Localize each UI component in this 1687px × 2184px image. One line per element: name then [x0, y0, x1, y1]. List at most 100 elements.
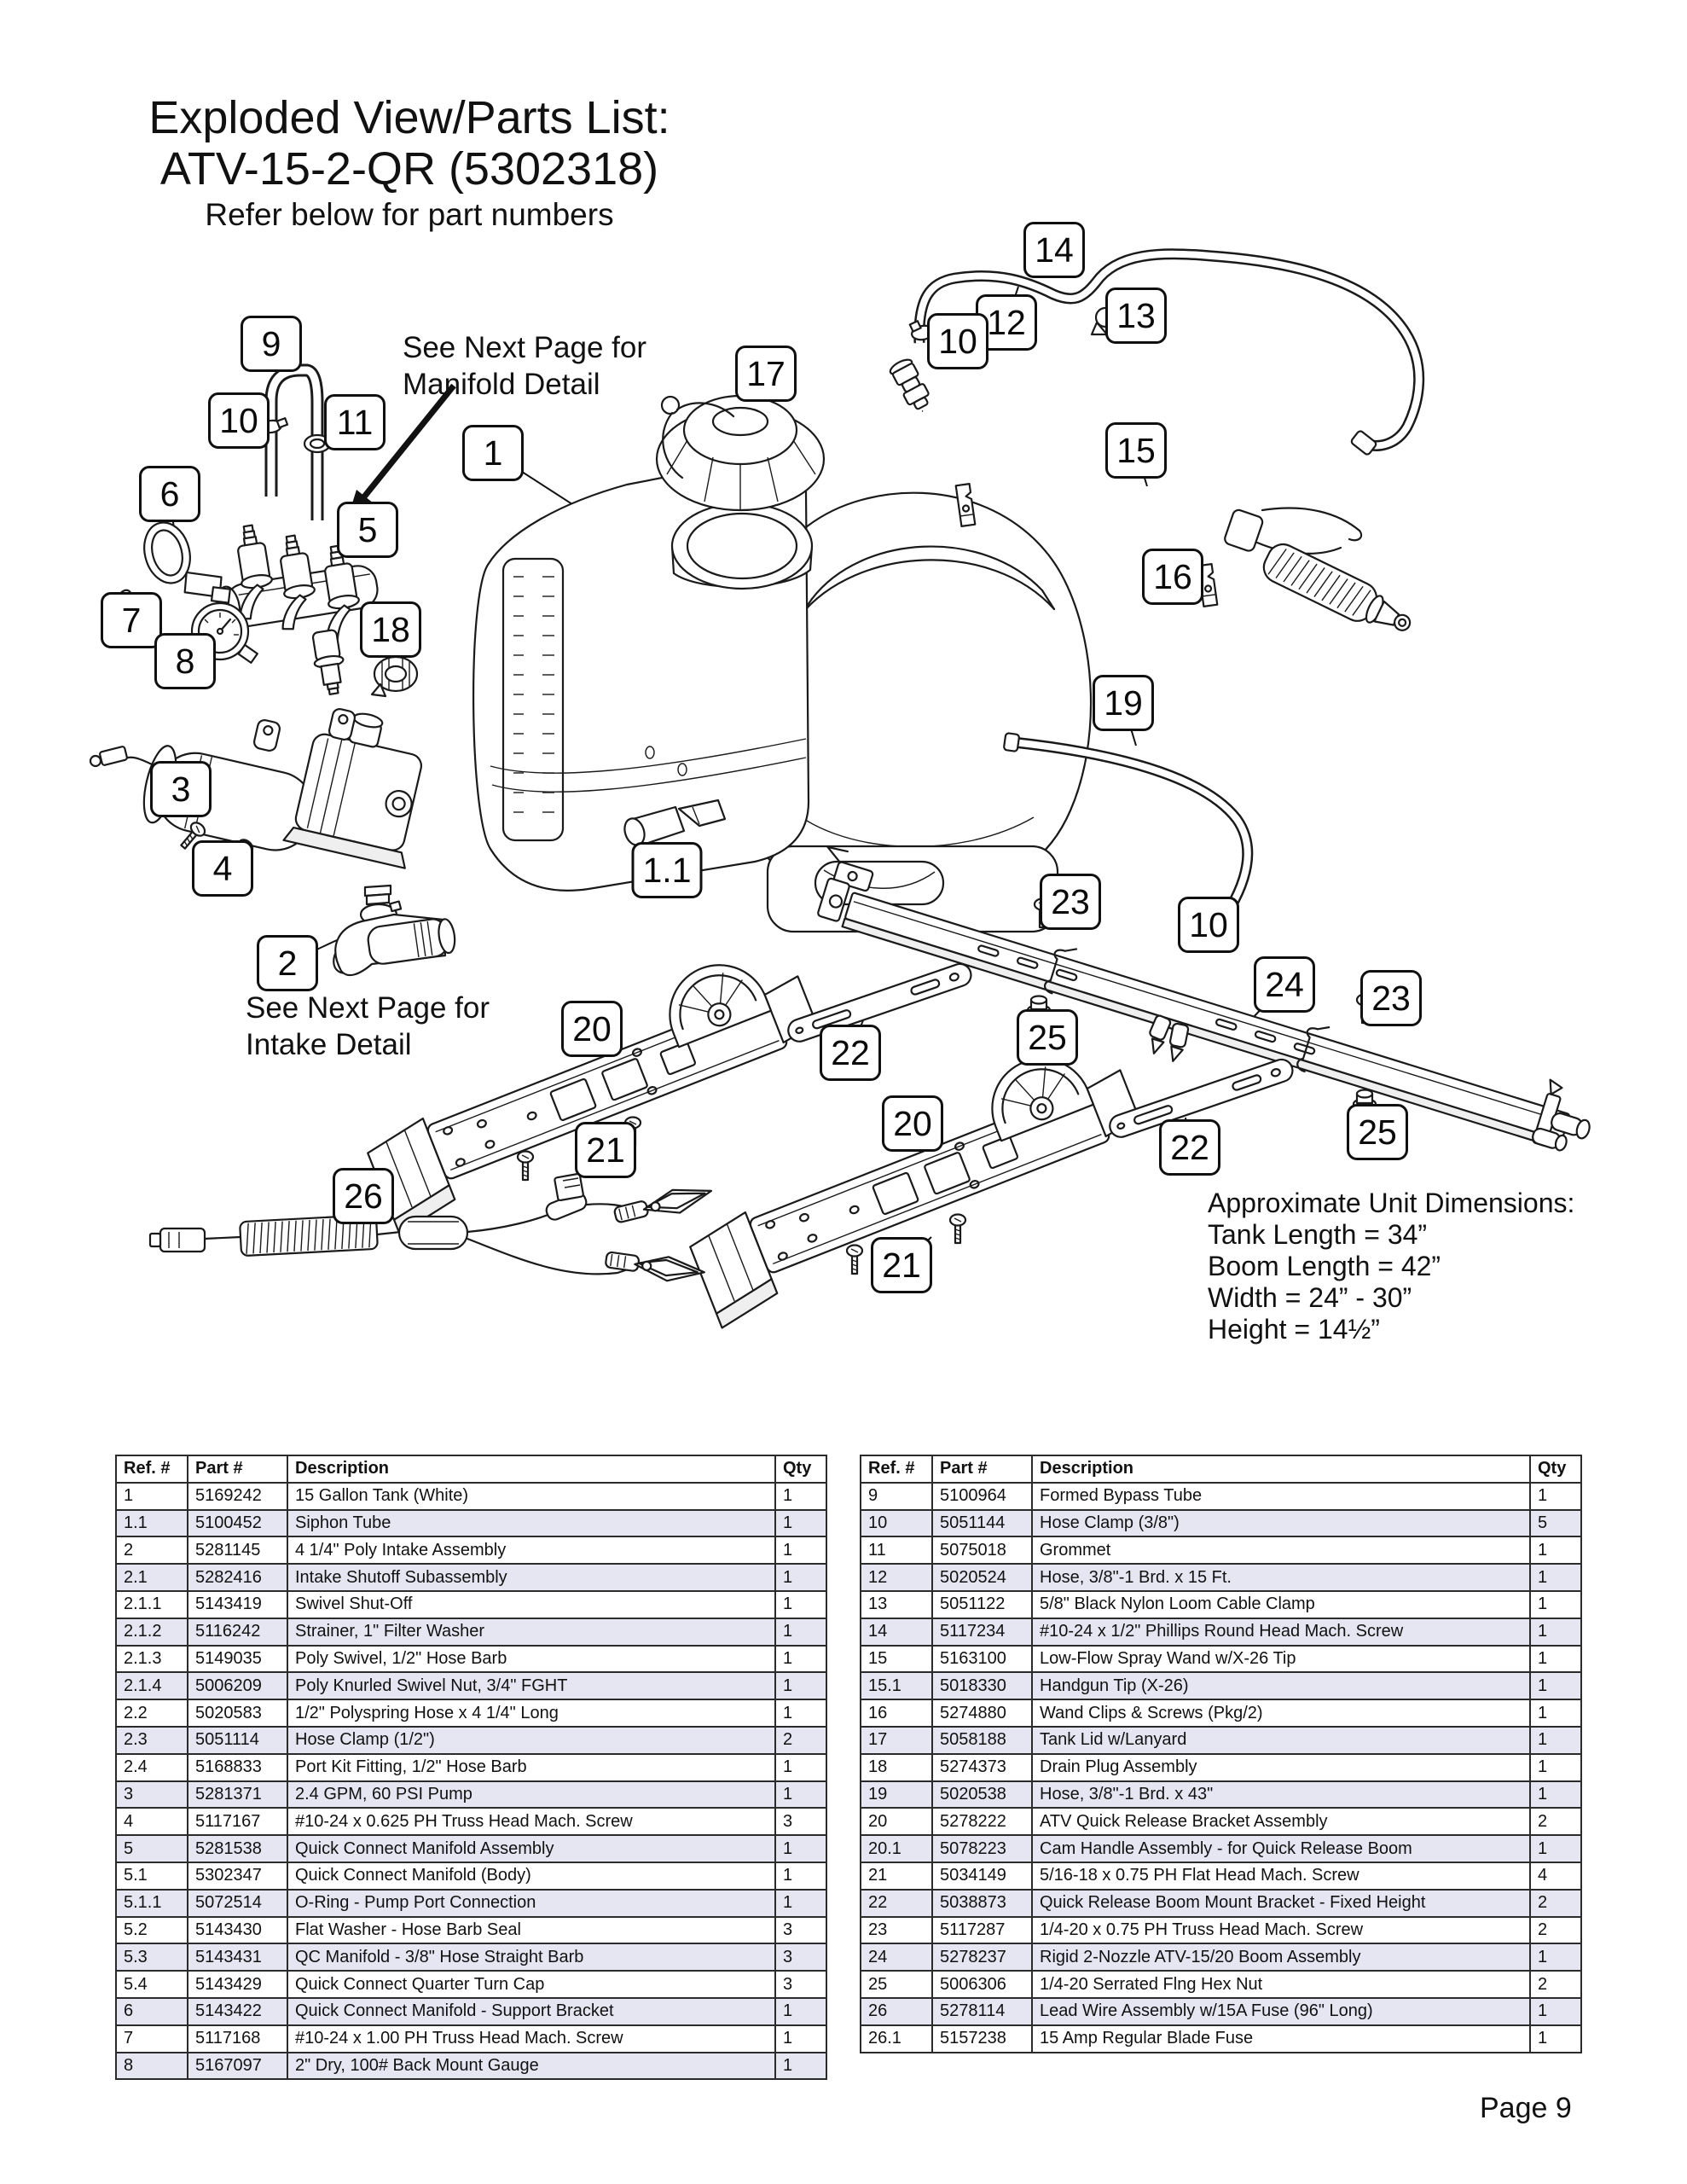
exploded-view-diagram — [89, 239, 1591, 1329]
table-cell: 3 — [774, 1915, 827, 1945]
table-cell: 5100452 — [187, 1508, 288, 1538]
table-cell: #10-24 x 1.00 PH Truss Head Mach. Screw — [287, 2024, 776, 2053]
table-cell: 5167097 — [187, 2051, 288, 2081]
table-cell: 2 — [774, 1725, 827, 1755]
table-cell: Siphon Tube — [287, 1508, 776, 1538]
table-cell: 3 — [774, 1807, 827, 1837]
table-cell: 1 — [774, 1752, 827, 1782]
column-header: Qty — [774, 1455, 827, 1484]
table-cell: 5149035 — [187, 1644, 288, 1674]
boom-nozzle-center — [1149, 1014, 1190, 1062]
support-bracket — [143, 521, 231, 604]
dimension-width: Width = 24” - 30” — [1208, 1282, 1412, 1313]
table-cell: 2 — [1529, 1915, 1582, 1945]
table-cell: 5 — [115, 1834, 188, 1863]
table-cell: Intake Shutoff Subassembly — [287, 1563, 776, 1592]
table-cell: 5058188 — [931, 1725, 1033, 1755]
column-header: Description — [1031, 1455, 1531, 1484]
table-cell: 4 1/4" Poly Intake Assembly — [287, 1536, 776, 1565]
screw-21 — [948, 1213, 967, 1245]
manifold-arrow — [348, 383, 456, 517]
table-cell: 2.1.1 — [115, 1589, 188, 1619]
table-cell: Strainer, 1" Filter Washer — [287, 1617, 776, 1647]
tank-lid — [655, 394, 826, 512]
table-cell: 5168833 — [187, 1752, 288, 1782]
table-cell: 5274880 — [931, 1699, 1033, 1728]
table-cell: 11 — [860, 1536, 933, 1565]
table-cell: 1 — [774, 1888, 827, 1918]
column-header: Part # — [931, 1455, 1033, 1484]
table-cell: Tank Lid w/Lanyard — [1031, 1725, 1531, 1755]
table-cell: Quick Connect Manifold (Body) — [287, 1861, 776, 1891]
table-cell: Low-Flow Spray Wand w/X-26 Tip — [1031, 1644, 1531, 1674]
table-cell: 5.1 — [115, 1861, 188, 1891]
table-cell: 5038873 — [931, 1888, 1033, 1918]
table-cell: 1 — [1529, 1943, 1582, 1972]
table-cell: 21 — [860, 1861, 933, 1891]
table-cell: 1 — [1529, 1644, 1582, 1674]
table-cell: 23 — [860, 1915, 933, 1945]
table-cell: 5018330 — [931, 1671, 1033, 1701]
table-cell: Drain Plug Assembly — [1031, 1752, 1531, 1782]
tank — [472, 458, 1093, 933]
qr-bracket — [348, 935, 833, 1235]
table-cell: 5006306 — [931, 1970, 1033, 1999]
table-cell: 1 — [774, 1996, 827, 2026]
table-cell: 5278222 — [931, 1807, 1033, 1837]
unit-dimensions: Approximate Unit Dimensions: Tank Length… — [1208, 1188, 1574, 1345]
table-cell: 1 — [774, 1780, 827, 1809]
grommet — [303, 433, 332, 454]
table-cell: 5/8" Black Nylon Loom Cable Clamp — [1031, 1589, 1531, 1619]
table-cell: Quick Connect Quarter Turn Cap — [287, 1970, 776, 1999]
table-cell: Formed Bypass Tube — [1031, 1481, 1531, 1511]
table-cell: 1 — [774, 1589, 827, 1619]
table-cell: 5.2 — [115, 1915, 188, 1945]
tank-graduations — [513, 576, 554, 813]
table-cell: 5117167 — [187, 1807, 288, 1837]
table-cell: 5281145 — [187, 1536, 288, 1565]
table-cell: 5078223 — [931, 1834, 1033, 1863]
drain-plug — [370, 655, 419, 698]
boom-mount-strap — [1105, 1055, 1297, 1141]
table-cell: 15.1 — [860, 1671, 933, 1701]
table-cell: 1 — [1529, 1725, 1582, 1755]
table-cell: 1 — [774, 1563, 827, 1592]
table-cell: 1 — [774, 2051, 827, 2081]
manifold-assembly — [114, 521, 419, 698]
table-cell: Quick Connect Manifold Assembly — [287, 1834, 776, 1863]
flange-nut — [1026, 995, 1052, 1017]
table-cell: 2" Dry, 100# Back Mount Gauge — [287, 2051, 776, 2081]
table-cell: 1 — [1529, 1834, 1582, 1863]
table-cell: 1 — [774, 2024, 827, 2053]
table-cell: 1 — [1529, 1536, 1582, 1565]
table-cell: 5072514 — [187, 1888, 288, 1918]
table-cell: 1 — [1529, 1671, 1582, 1701]
table-cell: Grommet — [1031, 1536, 1531, 1565]
table-cell: 5281371 — [187, 1780, 288, 1809]
column-header: Description — [287, 1455, 776, 1484]
table-cell: 12 — [860, 1563, 933, 1592]
bypass-tube — [259, 363, 332, 520]
table-cell: 5075018 — [931, 1536, 1033, 1565]
table-cell: 5143419 — [187, 1589, 288, 1619]
table-cell: 7 — [115, 2024, 188, 2053]
table-cell: 1/4-20 x 0.75 PH Truss Head Mach. Screw — [1031, 1915, 1531, 1945]
bypass-hose — [908, 239, 1425, 456]
table-cell: 5278237 — [931, 1943, 1033, 1972]
